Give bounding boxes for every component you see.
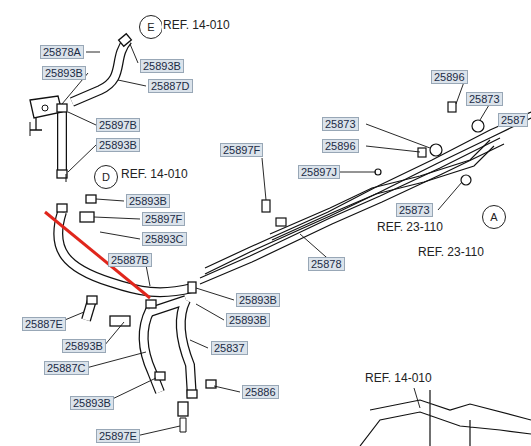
part-number: 25837 [211,341,248,355]
part-number: 25873 [466,92,503,106]
part-number: 25893B [140,59,184,73]
part-number: 25886 [242,385,279,399]
reference-label: REF. 23-110 [417,246,485,259]
circle-letter: E [147,21,154,33]
part-number: 25887E [22,317,66,331]
part-number: 25893B [62,339,106,353]
part-number: 25887C [44,361,89,375]
reference-circle: A [482,205,506,229]
part-number: 25893B [236,293,280,307]
part-number: 25897F [142,212,185,226]
part-number: 25893B [42,66,86,80]
part-number: 25893B [70,396,114,410]
part-number: 25896 [322,139,359,153]
part-number: 25893B [226,313,270,327]
part-number: 25896 [431,70,468,84]
part-number: 25893C [142,232,187,246]
circle-letter: D [102,171,110,183]
reference-circle: E [139,15,163,39]
circle-letter: A [490,211,497,223]
reference-circle: D [94,165,118,189]
reference-label: REF. 14-010 [162,19,231,32]
part-number: 25887B [108,253,152,267]
part-number: 25878 [308,257,345,271]
reference-label: REF. 23-110 [376,221,444,234]
part-number: 25893B [126,194,170,208]
part-number: 25897J [298,165,340,179]
part-number: 25897B [96,118,140,132]
part-number: 25873 [396,203,433,217]
reference-label: REF. 14-010 [120,168,189,181]
part-number: 25887D [148,79,193,93]
part-number: 25893B [96,138,140,152]
part-number: 25897F [220,143,263,157]
reference-label: REF. 14-010 [364,372,433,385]
part-number: 25897E [96,429,140,443]
part-number: 2587 [498,113,528,127]
part-number: 25873 [322,117,359,131]
part-number: 25878A [40,45,84,59]
